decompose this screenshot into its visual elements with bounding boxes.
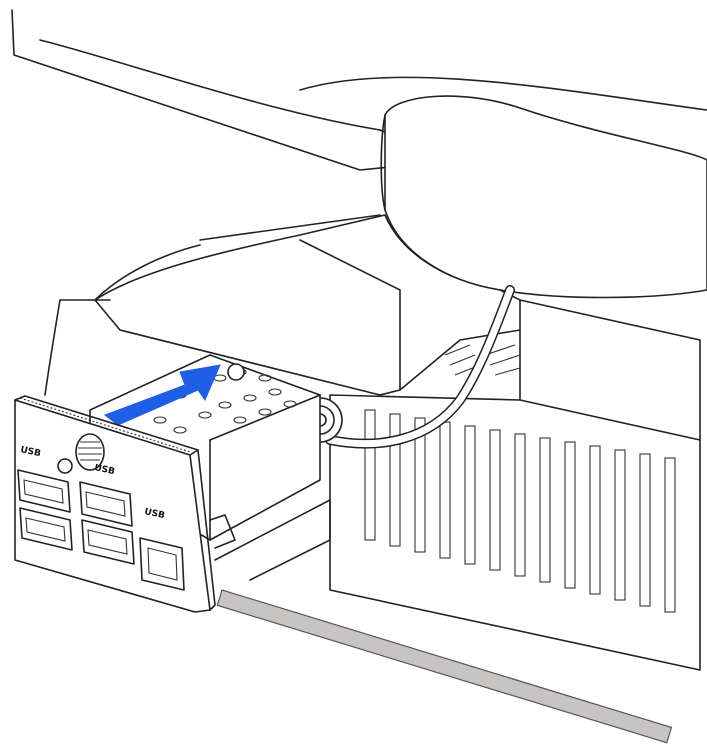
screw-head xyxy=(227,363,245,381)
side-latch xyxy=(209,514,236,549)
insertion-arrow xyxy=(103,364,221,426)
usb-bracket: USB USB USB xyxy=(14,395,216,613)
usb-label-right: USB xyxy=(143,507,165,521)
usb-b-port xyxy=(139,537,185,591)
usb-a-port-stack-middle xyxy=(79,481,135,565)
usb-a-port-stack-left xyxy=(17,469,73,551)
module-rail-edge xyxy=(214,499,331,581)
slide-rail xyxy=(216,589,673,744)
vent-slots xyxy=(364,409,676,613)
usb-label-left: USB xyxy=(19,445,41,459)
rear-panel xyxy=(329,299,701,671)
thumbscrew-icon xyxy=(57,433,105,474)
bracket-serration xyxy=(19,397,191,453)
usb-label-middle: USB xyxy=(93,463,115,477)
